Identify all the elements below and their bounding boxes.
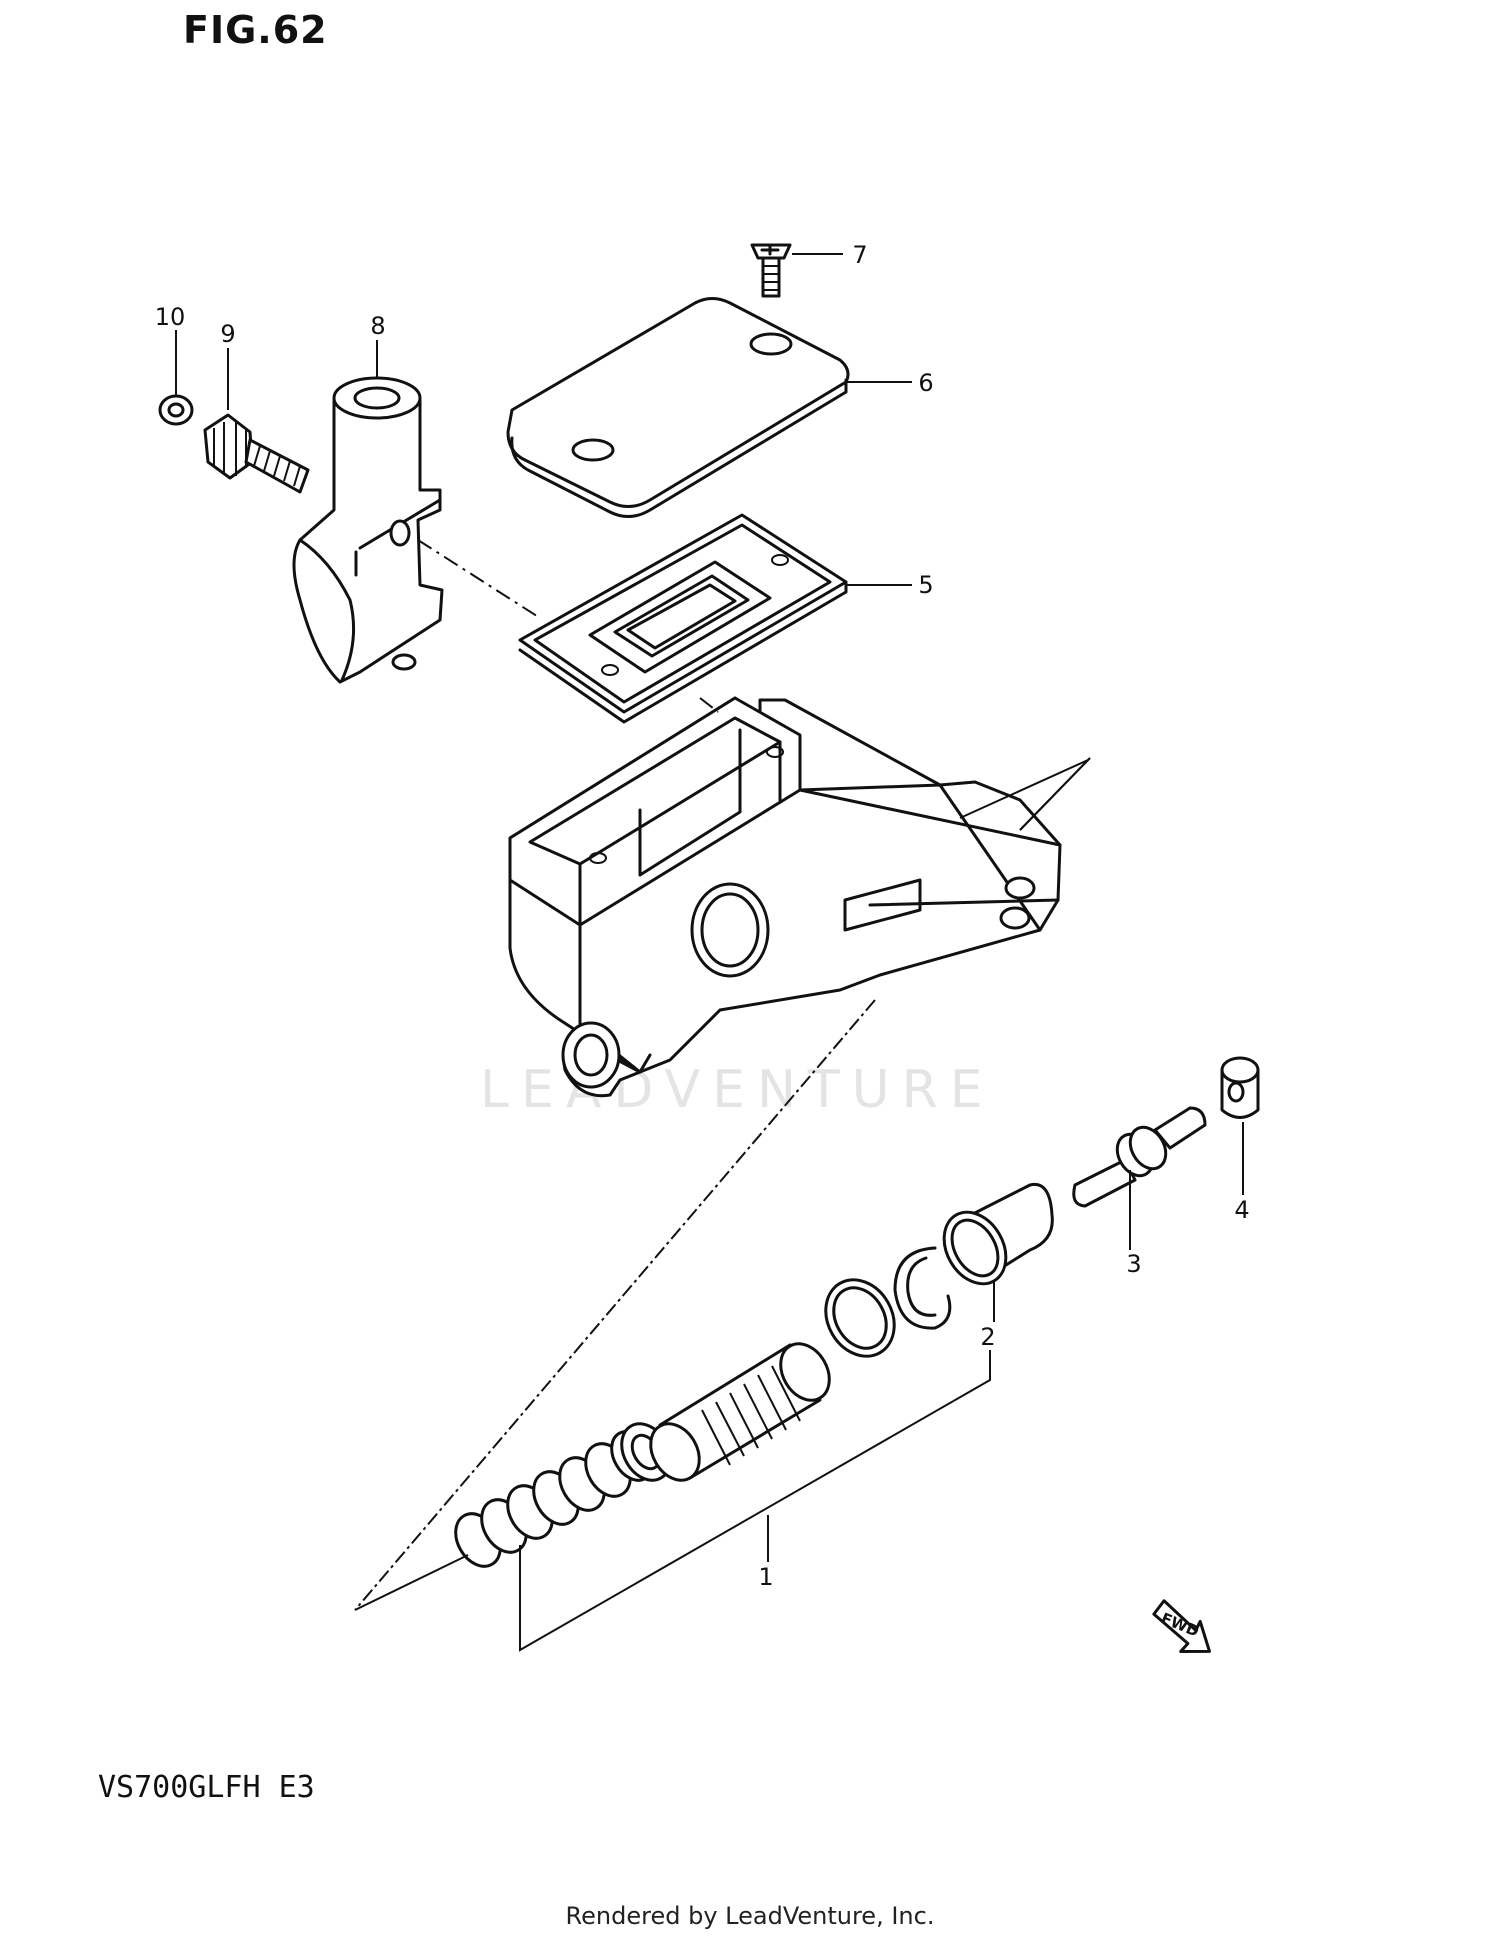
clamp-bracket-icon xyxy=(292,376,444,684)
assembly-reference-lines xyxy=(354,539,1091,1611)
callout-5: 5 xyxy=(918,571,933,599)
piston-kit-icon xyxy=(454,1278,896,1568)
callout-3: 3 xyxy=(1126,1250,1141,1278)
callout-2: 2 xyxy=(980,1323,995,1351)
callout-9: 9 xyxy=(220,320,235,348)
clamp-bolt-icon xyxy=(203,413,310,494)
push-rod-icon xyxy=(1072,1106,1207,1208)
model-code: VS700GLFH E3 xyxy=(98,1770,315,1805)
reservoir-cap-icon xyxy=(506,297,850,518)
callout-6: 6 xyxy=(918,369,933,397)
piston-icon xyxy=(649,1342,831,1482)
callout-4: 4 xyxy=(1234,1196,1249,1224)
forward-arrow-icon: FWD xyxy=(1152,1599,1211,1654)
figure-title: FIG.62 xyxy=(183,8,328,52)
cap-screw-icon xyxy=(750,243,792,298)
callout-7: 7 xyxy=(852,241,867,269)
washer-icon xyxy=(158,394,194,426)
secondary-cup-icon xyxy=(824,1278,896,1358)
leader-lines xyxy=(175,253,1244,1652)
spring-icon xyxy=(454,1430,654,1568)
callout-10: 10 xyxy=(155,303,186,331)
circlip-icon xyxy=(893,1246,952,1330)
rod-end-icon xyxy=(1220,1056,1260,1119)
callout-1: 1 xyxy=(758,1563,773,1591)
callout-8: 8 xyxy=(370,312,385,340)
reservoir-diaphragm-icon xyxy=(518,513,848,724)
dust-boot-icon xyxy=(942,1182,1054,1286)
render-credit: Rendered by LeadVenture, Inc. xyxy=(565,1902,935,1930)
master-cylinder-body-icon xyxy=(508,696,1062,1098)
